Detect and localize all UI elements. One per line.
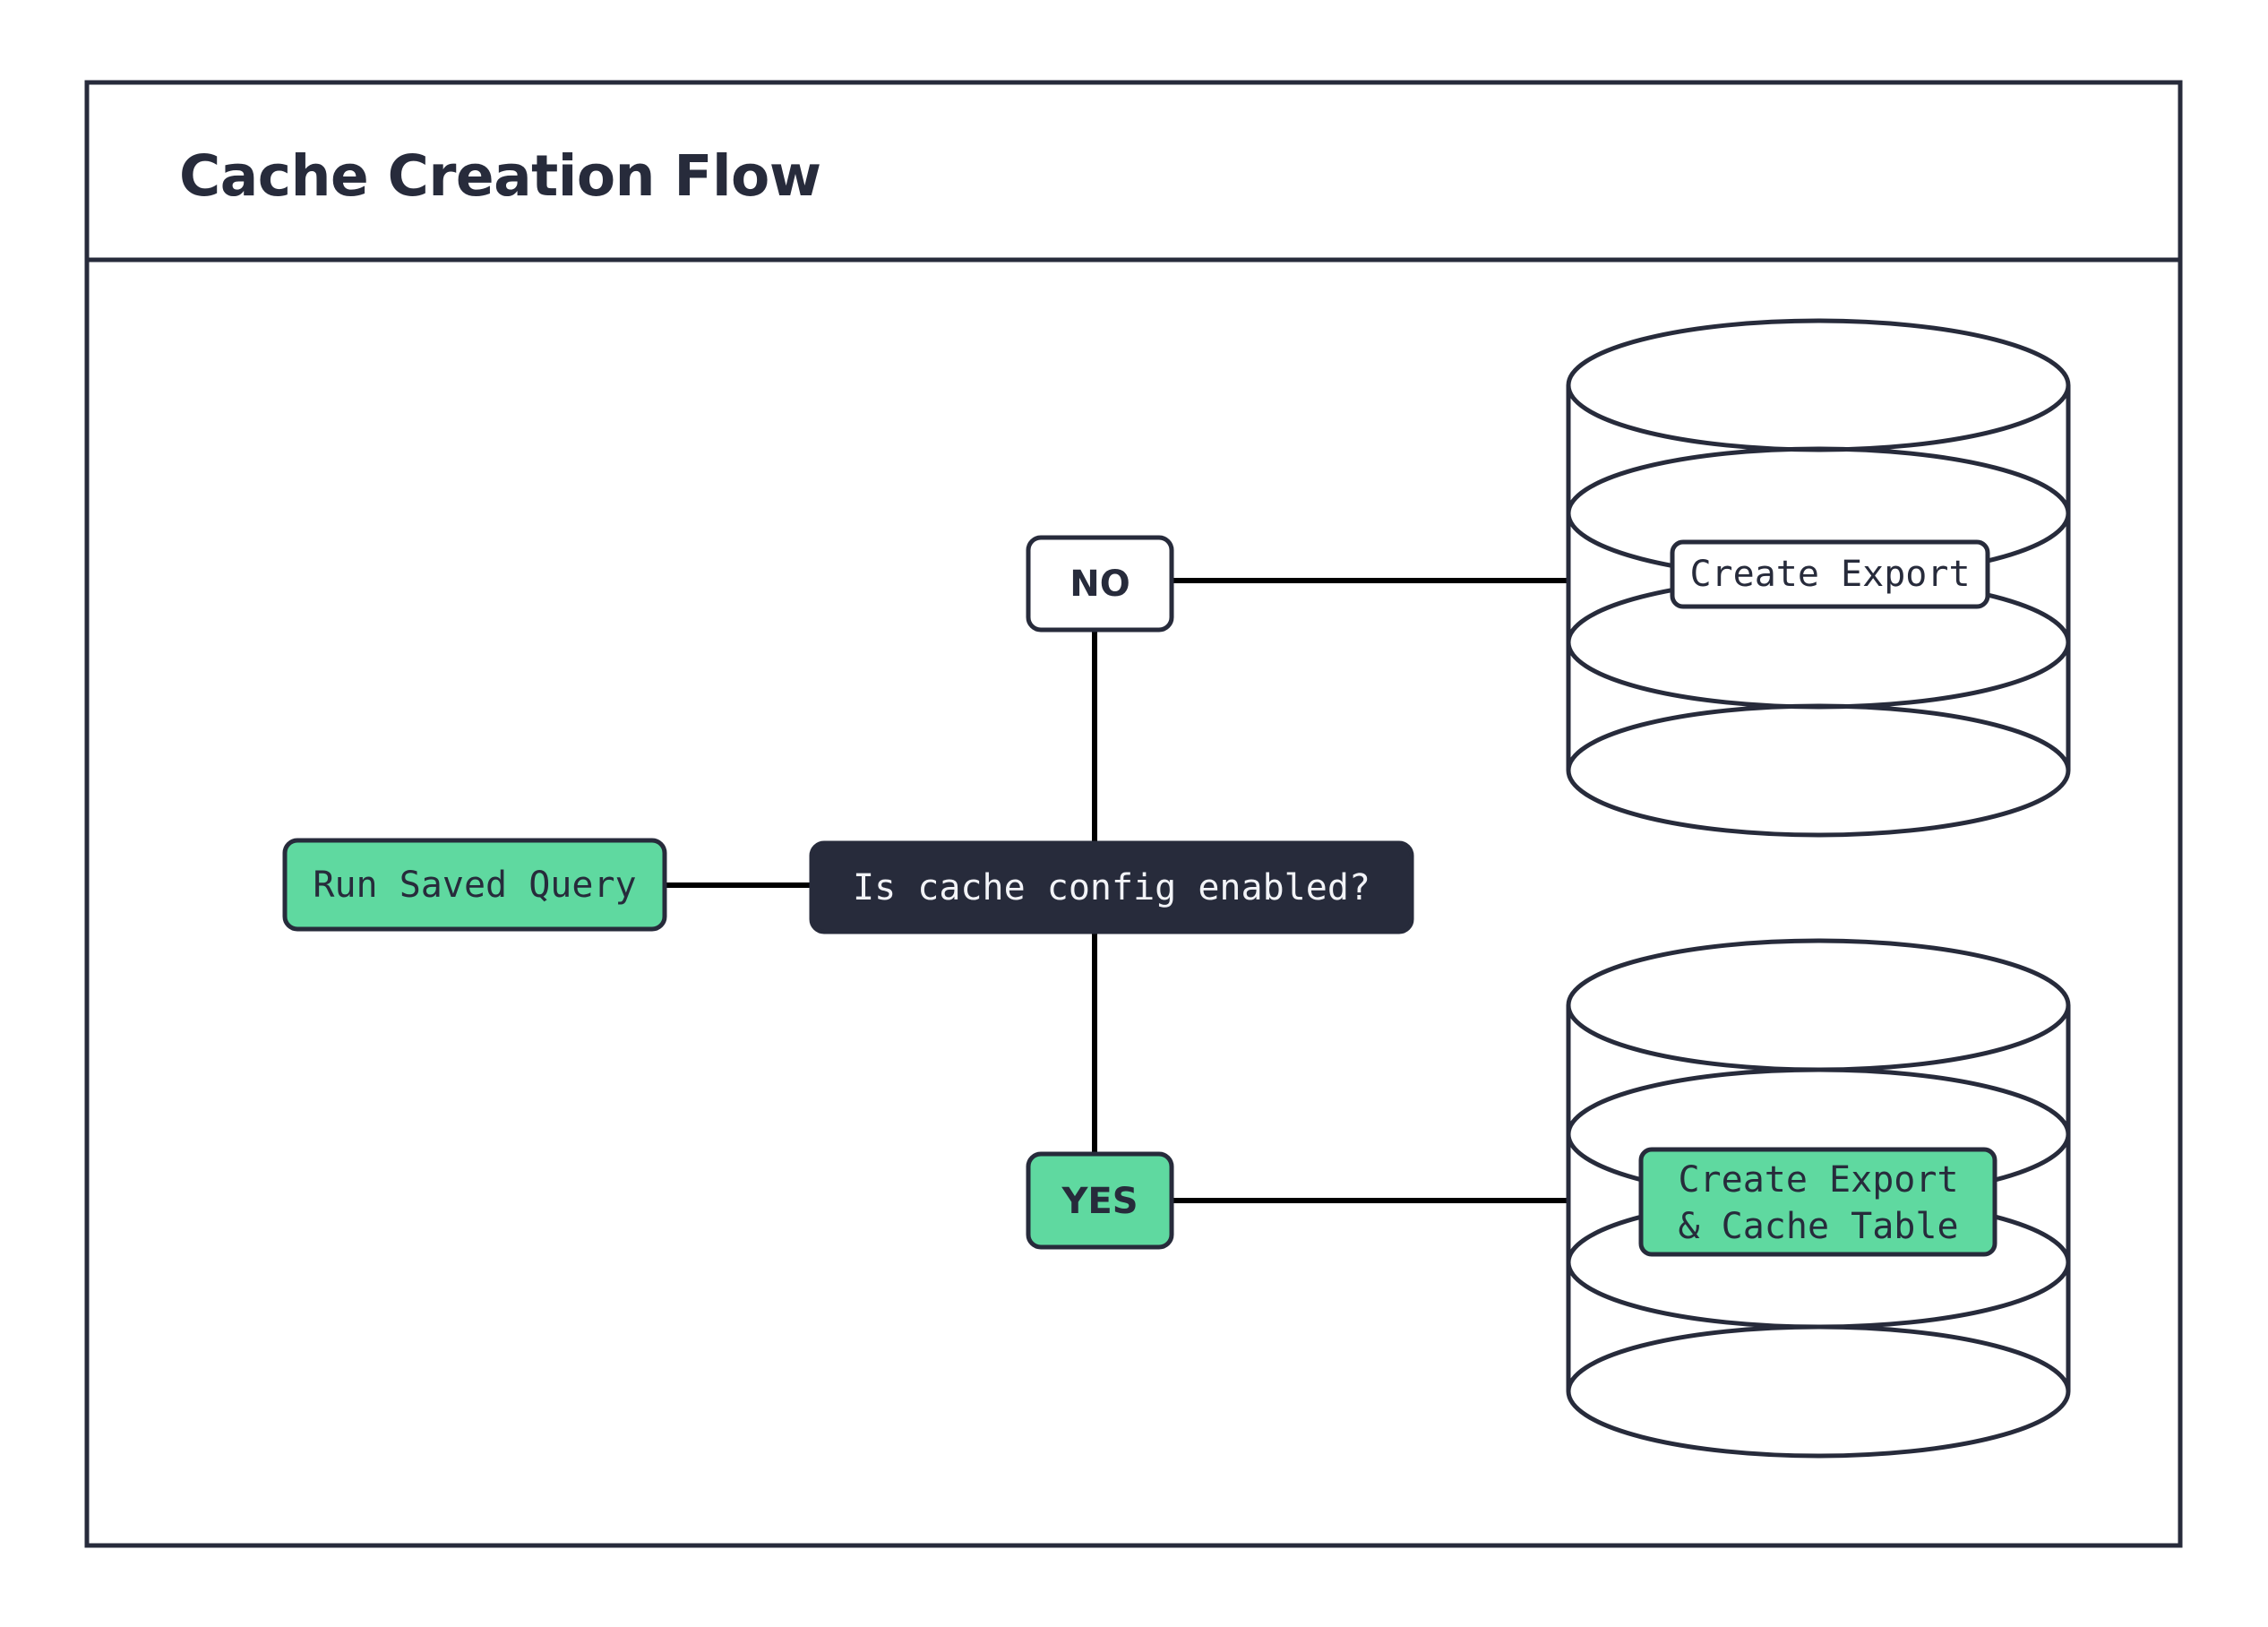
branch-yes-label: YES (1061, 1181, 1138, 1222)
run-saved-query-label: Run Saved Query (313, 865, 636, 906)
connector-layer (665, 578, 1575, 1203)
create-export-label-plate (1670, 539, 1990, 609)
create-export-cache-table-label-plate (1638, 1147, 1997, 1257)
cylinder2-disc-4 (1566, 1324, 2071, 1459)
run-saved-query-box (282, 838, 667, 932)
create-export-cache-table-label-line1: Create Export (1678, 1159, 1958, 1201)
create-export-label: Create Export (1689, 554, 1970, 595)
node-run-saved-query[interactable]: Run Saved Query (282, 838, 667, 932)
node-create-export[interactable]: Create Export (1566, 318, 2071, 838)
branch-no-label: NO (1070, 564, 1130, 605)
node-is-cache-config-enabled[interactable]: Is cache config enabled? (809, 840, 1414, 934)
branch-yes-box (1026, 1151, 1174, 1250)
branch-no-box (1026, 535, 1174, 633)
create-export-cache-table-label-line2: & Cache Table (1678, 1206, 1958, 1247)
node-create-export-cache-table[interactable]: Create Export & Cache Table (1566, 938, 2071, 1459)
is-cache-config-enabled-label: Is cache config enabled? (853, 867, 1370, 908)
cylinder-disc-4 (1566, 703, 2071, 838)
is-cache-config-enabled-box (809, 840, 1414, 934)
page-title: Cache Creation Flow (179, 143, 821, 209)
node-branch-no[interactable]: NO (1026, 535, 1174, 633)
node-branch-yes[interactable]: YES (1026, 1151, 1174, 1250)
